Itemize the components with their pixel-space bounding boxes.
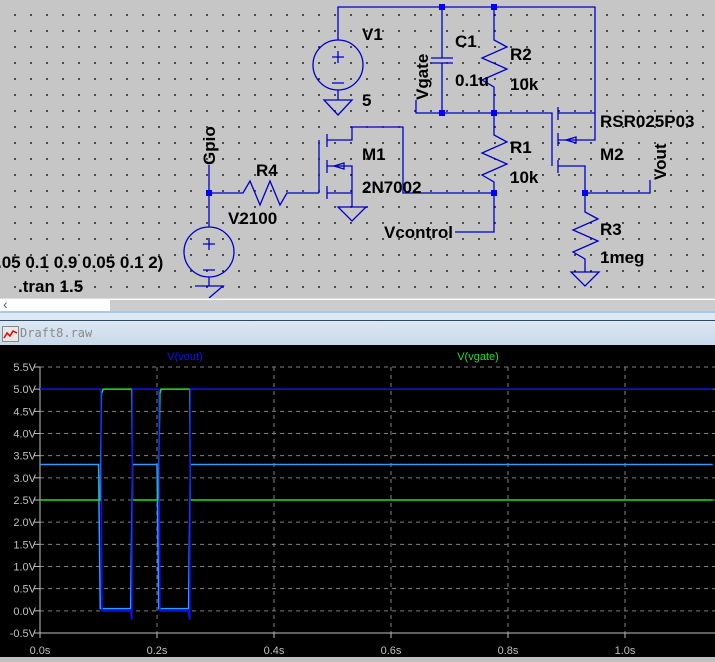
y-tick-label: 5.5V [13, 362, 36, 374]
x-tick-label: 0.2s [147, 645, 168, 657]
m2-label[interactable]: M2 [600, 145, 624, 164]
m1-model[interactable]: 2N7002 [362, 178, 422, 197]
horizontal-scrollbar[interactable]: ‹ [0, 296, 715, 312]
v1-label[interactable]: V1 [362, 25, 383, 44]
y-tick-label: 1.5V [13, 539, 36, 551]
m1-label[interactable]: M1 [362, 145, 386, 164]
x-tick-label: 0.0s [30, 645, 51, 657]
y-tick-label: 0.0V [13, 606, 36, 618]
m2-model[interactable]: RSR025P03 [600, 112, 695, 131]
legend-entry: V(vout) [167, 351, 202, 363]
net-label-vout[interactable]: Vout [651, 143, 670, 180]
net-label-gpio[interactable]: Gpio [200, 126, 219, 165]
net-label-vgate[interactable]: Vgate [413, 54, 432, 100]
y-tick-label: -0.5V [10, 628, 37, 640]
r4-label[interactable]: R4 [256, 161, 278, 180]
c1-value[interactable]: 0.1u [455, 71, 489, 90]
plot-window-title: Draft8.raw [20, 326, 93, 340]
schematic-editor[interactable]: V1 5 C1 0.1u R2 10k R1 10k R3 1meg R4 V2… [0, 0, 715, 298]
r2-label[interactable]: R2 [510, 45, 532, 64]
y-tick-label: 3.5V [13, 451, 36, 463]
x-tick-label: 0.4s [264, 645, 285, 657]
r3-label[interactable]: R3 [600, 220, 622, 239]
y-tick-label: 0.5V [13, 584, 36, 596]
r1-label[interactable]: R1 [510, 138, 532, 157]
r2-value[interactable]: 10k [510, 75, 539, 94]
schematic-canvas: V1 5 C1 0.1u R2 10k R1 10k R3 1meg R4 V2… [0, 4, 695, 298]
y-tick-label: 2.5V [13, 495, 36, 507]
series-v-vgate- [40, 388, 713, 501]
series-v-vout- [40, 388, 713, 620]
waveform-icon [2, 326, 19, 342]
x-tick-label: 1.0s [615, 645, 636, 657]
r1-value[interactable]: 10k [510, 168, 539, 187]
v1-value[interactable]: 5 [362, 91, 371, 110]
chevron-left-icon[interactable]: ‹ [3, 296, 8, 312]
plot-window-titlebar[interactable]: Draft8.raw [0, 321, 715, 345]
pulse-directive[interactable]: .05 0.1 0.9 0.05 0.1 2) [0, 253, 163, 272]
legend-entry: V(vgate) [457, 351, 499, 363]
y-tick-label: 5.0V [13, 384, 36, 396]
r3-value[interactable]: 1meg [600, 248, 644, 267]
v2-r4-value[interactable]: V2100 [228, 209, 277, 228]
x-tick-label: 0.6s [381, 645, 402, 657]
y-tick-label: 1.0V [13, 562, 36, 574]
waveform-plot[interactable]: 5.5V 5.0V 4.5V 4.0V 3.5V 3.0V 2.5V 2.0V 1.5V 1.0V… [0, 345, 715, 657]
waveform-chart: 5.5V 5.0V 4.5V 4.0V 3.5V 3.0V 2.5V 2.0V 1.5V 1.0V… [10, 351, 715, 657]
series-gpio [40, 463, 713, 610]
y-tick-label: 3.0V [13, 473, 36, 485]
junctions [206, 4, 588, 196]
c1-label[interactable]: C1 [455, 32, 477, 51]
x-tick-label: 0.8s [498, 645, 519, 657]
y-tick-label: 2.0V [13, 517, 36, 529]
pane-splitter[interactable] [0, 311, 715, 321]
scrollbar-thumb[interactable] [110, 300, 715, 311]
wires [183, 6, 651, 298]
tran-directive[interactable]: .tran 1.5 [18, 277, 83, 296]
y-tick-label: 4.0V [13, 429, 36, 441]
y-tick-label: 4.5V [13, 406, 36, 418]
net-label-vcontrol[interactable]: Vcontrol [384, 223, 453, 242]
